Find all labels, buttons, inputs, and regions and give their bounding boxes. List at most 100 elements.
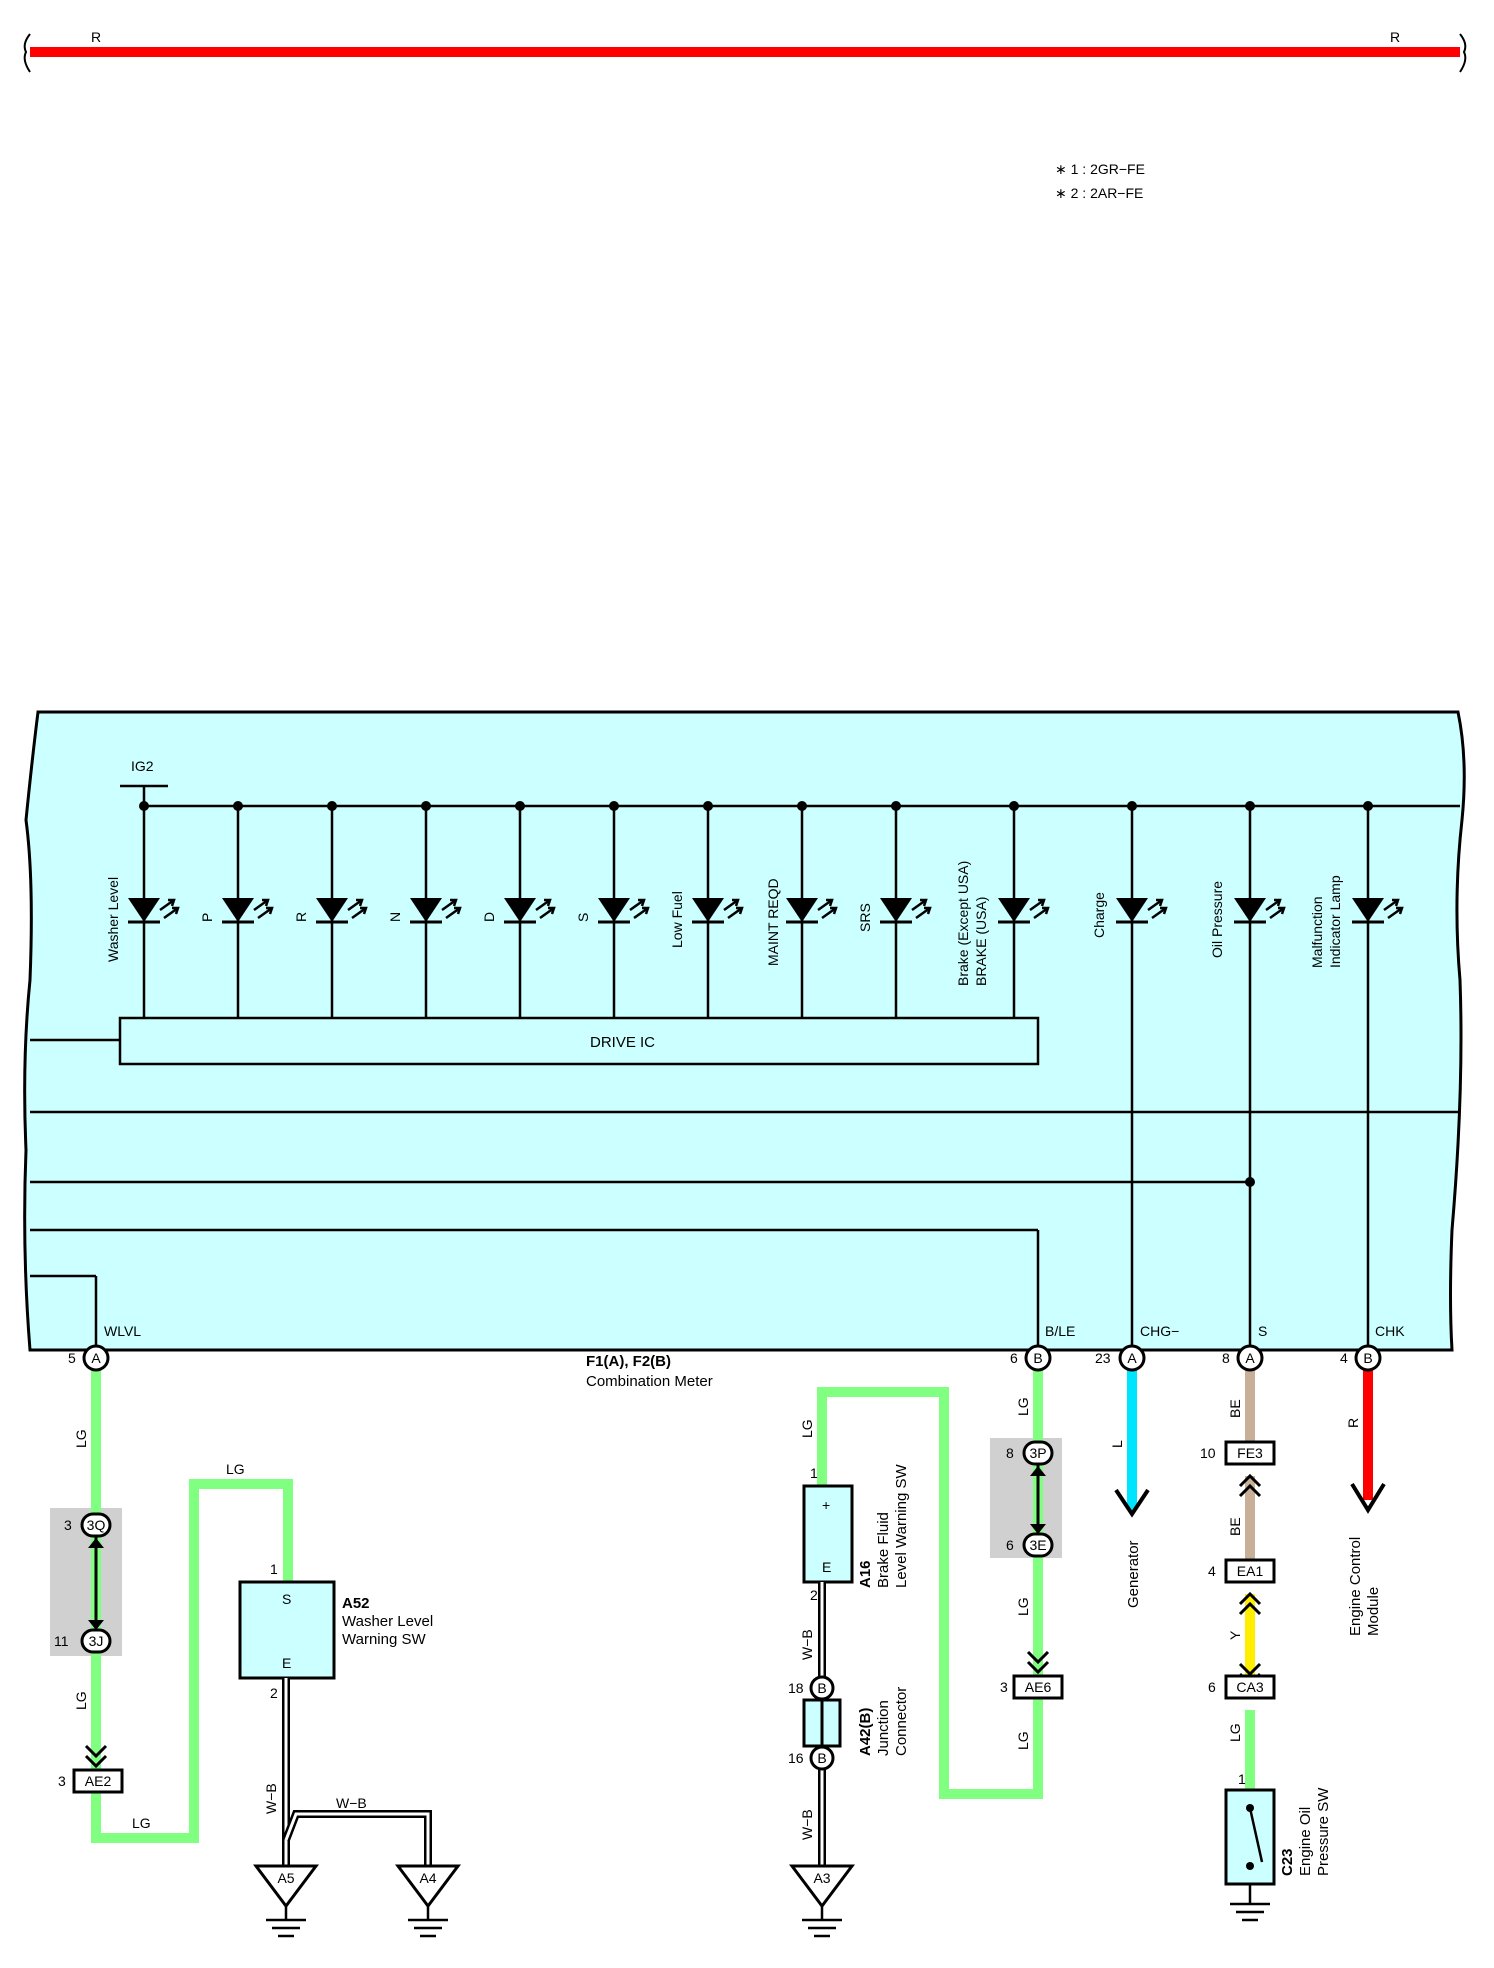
led-10 bbox=[1116, 801, 1168, 1350]
arrow-down-3j bbox=[88, 1620, 104, 1630]
pin-3e-num: 6 bbox=[1006, 1537, 1014, 1553]
pin-s-num: 8 bbox=[1222, 1350, 1230, 1366]
wire-label-lg-8: LG bbox=[1015, 1731, 1031, 1750]
led-6 bbox=[692, 801, 744, 1018]
component-a16: + E 1 2 A16 Brake Fluid Level Warning SW bbox=[802, 1464, 910, 1603]
wb-wires-a52: W−B W−B bbox=[263, 1678, 432, 1866]
led-4 bbox=[504, 801, 556, 1018]
meter-connector-id: F1(A), F2(B) bbox=[586, 1353, 671, 1370]
a52-e: E bbox=[282, 1655, 291, 1671]
wire-label-wb-4: W−B bbox=[799, 1809, 815, 1840]
led-2 bbox=[316, 801, 368, 1018]
ecm-line-1: Engine Control bbox=[1347, 1537, 1364, 1636]
led-ray-b-icon-12 bbox=[1387, 906, 1404, 920]
led-ray-a-icon-8 bbox=[911, 898, 928, 912]
bus-label-right: R bbox=[1390, 29, 1400, 45]
ecm-line-2: Module bbox=[1365, 1587, 1382, 1636]
component-a42: B 18 B 16 A42(B) Junction Connector bbox=[788, 1675, 910, 1771]
led-11 bbox=[1234, 801, 1286, 1350]
ig2-label: IG2 bbox=[131, 758, 154, 774]
lamp-label-washer-level: Washer Level bbox=[105, 877, 121, 962]
a16-box bbox=[802, 1484, 854, 1584]
combination-meter: IG2 DRIVE IC Washer Level P R N D S Low … bbox=[23, 710, 1466, 1390]
lamp-label-low-fuel: Low Fuel bbox=[669, 891, 685, 948]
ae6-label: AE6 bbox=[1025, 1679, 1052, 1695]
led-triangle-icon-9 bbox=[998, 898, 1030, 922]
lamp-label-d: D bbox=[481, 912, 497, 922]
led-ray-b-icon-5 bbox=[633, 906, 650, 920]
wire-label-lg-2: LG bbox=[73, 1691, 89, 1710]
note-1: ∗ 1 : 2GR−FE bbox=[1055, 161, 1145, 177]
c23-pin1: 1 bbox=[1238, 1771, 1246, 1787]
led-triangle-icon-12 bbox=[1352, 898, 1384, 922]
led-3 bbox=[410, 801, 462, 1018]
pin-ble-conn: B bbox=[1033, 1350, 1042, 1366]
meter-panel bbox=[23, 710, 1466, 1352]
led-triangle-icon-6 bbox=[692, 898, 724, 922]
c23-switch-icon bbox=[1248, 1807, 1264, 1863]
ground-a3: A3 bbox=[789, 1864, 855, 1938]
inline-connector-ea1: EA1 4 bbox=[1208, 1558, 1276, 1616]
a16-id: A16 bbox=[857, 1560, 874, 1588]
led-ray-b-icon-4 bbox=[539, 906, 556, 920]
relay-3q-3j: 3Q 3 3J 11 bbox=[54, 1512, 112, 1654]
bus-label-left: R bbox=[91, 29, 101, 45]
led-ray-a-icon-1 bbox=[253, 898, 270, 912]
pin-3p-label: 3P bbox=[1029, 1445, 1046, 1461]
relay-3p-3e: 3P 8 3E 6 bbox=[1006, 1440, 1054, 1558]
led-ray-a-icon-12 bbox=[1383, 898, 1400, 912]
power-bus: R R bbox=[23, 29, 1467, 73]
to-generator: Generator bbox=[1114, 1488, 1150, 1608]
wire-label-y: Y bbox=[1227, 1630, 1243, 1640]
led-triangle-icon-7 bbox=[786, 898, 818, 922]
led-0 bbox=[128, 801, 180, 1018]
a42-pin18-b: B bbox=[817, 1680, 826, 1696]
pin-wlvl-conn: A bbox=[91, 1350, 101, 1366]
c23-id: C23 bbox=[1279, 1848, 1296, 1876]
wire-label-be-2: BE bbox=[1227, 1517, 1243, 1536]
wire-label-be-1: BE bbox=[1227, 1399, 1243, 1418]
inline-connector-fe3: FE3 10 bbox=[1200, 1440, 1276, 1498]
ground-a3-label: A3 bbox=[813, 1870, 830, 1886]
ground-a5: A5 bbox=[253, 1864, 319, 1938]
terminal-ble: B/LE bbox=[1045, 1323, 1075, 1339]
fe3-label: FE3 bbox=[1237, 1445, 1263, 1461]
a42-pin16-num: 16 bbox=[788, 1750, 804, 1766]
led-ray-a-icon-0 bbox=[159, 898, 176, 912]
led-triangle-icon-3 bbox=[410, 898, 442, 922]
led-triangle-icon-5 bbox=[598, 898, 630, 922]
pin-chg bbox=[1118, 1344, 1146, 1372]
pin-s bbox=[1236, 1344, 1264, 1372]
wire-label-wb-3: W−B bbox=[799, 1629, 815, 1660]
led-triangle-icon-11 bbox=[1234, 898, 1266, 922]
pin-3p-num: 8 bbox=[1006, 1445, 1014, 1461]
led-ray-b-icon-11 bbox=[1269, 906, 1286, 920]
a42-pin16-b: B bbox=[817, 1750, 826, 1766]
led-triangle-icon-0 bbox=[128, 898, 160, 922]
ground-a4-label: A4 bbox=[419, 1870, 436, 1886]
inline-connector-ca3: CA3 6 bbox=[1208, 1662, 1276, 1700]
a52-s: S bbox=[282, 1591, 291, 1607]
wire-label-lg-5: LG bbox=[799, 1419, 815, 1438]
fe3-num: 10 bbox=[1200, 1445, 1216, 1461]
led-ray-a-icon-4 bbox=[535, 898, 552, 912]
led-9 bbox=[998, 801, 1050, 1018]
arrow-down-generator bbox=[1114, 1488, 1150, 1518]
inline-connector-ae6: AE6 3 bbox=[1000, 1650, 1064, 1700]
pin-chk-conn: B bbox=[1363, 1350, 1372, 1366]
pin-3q-num: 3 bbox=[64, 1517, 72, 1533]
led-ray-a-icon-3 bbox=[441, 898, 458, 912]
a52-id: A52 bbox=[342, 1595, 370, 1612]
led-triangle-icon-1 bbox=[222, 898, 254, 922]
a16-line-1: Brake Fluid bbox=[875, 1512, 892, 1588]
pin-chg-num: 23 bbox=[1095, 1350, 1111, 1366]
pin-chg-conn: A bbox=[1127, 1350, 1137, 1366]
note-2: ∗ 2 : 2AR−FE bbox=[1055, 185, 1143, 201]
wire-label-wb-1: W−B bbox=[263, 1783, 279, 1814]
led-5 bbox=[598, 801, 650, 1018]
pin-s-conn: A bbox=[1245, 1350, 1255, 1366]
arrow-up-3q bbox=[88, 1538, 104, 1548]
ae6-num: 3 bbox=[1000, 1679, 1008, 1695]
led-8 bbox=[880, 801, 932, 1018]
ca3-num: 6 bbox=[1208, 1679, 1216, 1695]
